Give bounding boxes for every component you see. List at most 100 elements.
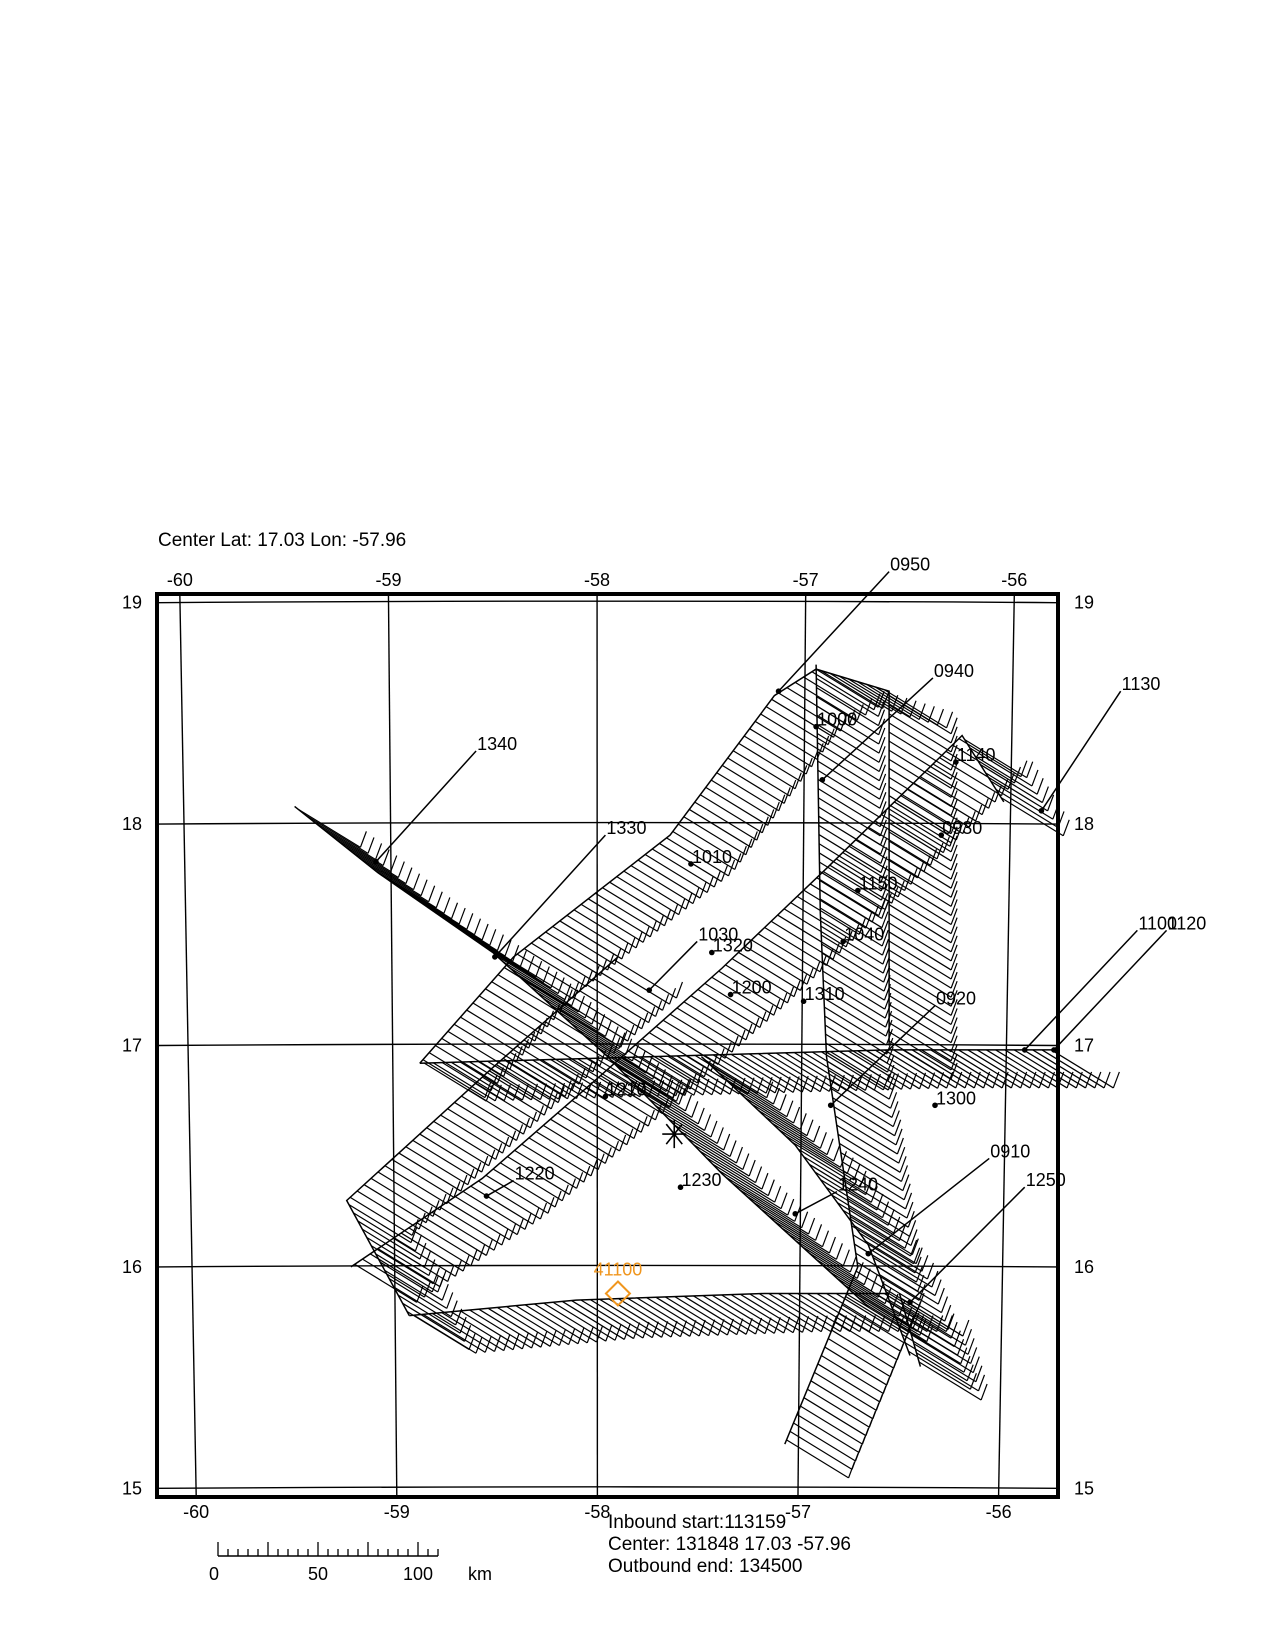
wind-barb-flag [647, 1109, 655, 1127]
wind-barb-flag [894, 1119, 902, 1136]
wind-barb-flag [966, 1364, 974, 1381]
time-leader-line [794, 1190, 838, 1215]
wind-barb-flag [605, 1324, 613, 1342]
wind-barb [447, 1030, 511, 1070]
track-waypoint [688, 861, 694, 867]
wind-barb-flag [1103, 1071, 1111, 1089]
wind-barb-flag [474, 1162, 482, 1179]
wind-barb [523, 1039, 587, 1079]
wind-barb-flag [1062, 819, 1070, 836]
wind-barb-flag [800, 765, 808, 782]
wind-barb-flag [548, 1083, 557, 1100]
wind-barb [627, 1297, 691, 1337]
wind-barb-flag [972, 1356, 980, 1373]
wind-barb-flag [754, 1166, 763, 1183]
wind-barb [884, 1049, 947, 1089]
wind-barb [564, 1106, 628, 1146]
wind-barb-flag [833, 1144, 841, 1162]
wind-barb [579, 990, 642, 1030]
wind-barb [363, 1184, 427, 1224]
wind-barb [743, 735, 807, 775]
wind-barb-flag [904, 1192, 913, 1210]
wind-barb [888, 958, 952, 998]
wind-barb [530, 1033, 594, 1073]
wind-barb [884, 689, 947, 729]
wind-barb [845, 1295, 908, 1335]
wind-barb [916, 1352, 979, 1392]
wind-barb [491, 981, 555, 1021]
wind-barb [595, 892, 658, 932]
wind-barb [906, 788, 970, 828]
lon-tick-label-bottom: -58 [584, 1502, 610, 1522]
wind-barb [822, 870, 886, 910]
wind-barb [470, 1185, 534, 1225]
wind-barb [836, 1124, 900, 1164]
wind-barb [724, 1078, 788, 1118]
time-leader-line [494, 834, 606, 958]
track-waypoint [709, 949, 715, 956]
wind-barb [600, 971, 663, 1011]
wind-barb [911, 1049, 975, 1089]
wind-barb [683, 1001, 747, 1041]
wind-barb [586, 1057, 650, 1097]
wind-barb-flag [950, 980, 958, 998]
wind-barb [610, 1059, 674, 1099]
wind-barb [354, 1263, 418, 1303]
wind-barb-flag [900, 1073, 909, 1090]
wind-barb-flag [488, 1149, 496, 1166]
wind-barb-flag [432, 1200, 440, 1217]
wind-barb [764, 927, 827, 967]
wind-barb [358, 857, 422, 897]
wind-barb-flag [710, 1120, 718, 1138]
wind-barb [725, 1176, 789, 1216]
wind-barb [488, 949, 552, 989]
wind-barb [864, 1303, 928, 1343]
wind-barb [952, 744, 1015, 784]
wind-barb-flag [528, 1031, 536, 1049]
wind-barb-flag [723, 1133, 731, 1151]
wind-barb-flag [446, 1292, 454, 1309]
wind-barb-flag [554, 1190, 562, 1208]
wind-barb [885, 1291, 949, 1331]
meridian-line [797, 595, 807, 1496]
wind-barb [817, 1363, 881, 1403]
wind-barb [447, 1201, 510, 1241]
wind-barb-flag [651, 1321, 659, 1338]
wind-barb-flag [779, 1094, 787, 1111]
wind-barb-flag [963, 1355, 971, 1373]
wind-barb [832, 1097, 895, 1137]
wind-barb [616, 876, 680, 916]
wind-barb [817, 751, 880, 791]
wind-barb-flag [950, 871, 958, 889]
wind-barb-flag [568, 1328, 576, 1345]
wind-barb [819, 907, 883, 947]
wind-barb [835, 858, 899, 898]
time-label: 1220 [515, 1164, 555, 1184]
wind-barb [716, 772, 780, 812]
wind-barb [894, 801, 957, 841]
wind-barb-flag [927, 1072, 936, 1089]
wind-barb-flag [950, 962, 958, 980]
wind-barb-flag [783, 1076, 791, 1093]
wind-barb [502, 961, 566, 1001]
wind-barb [888, 722, 952, 762]
wind-barb [609, 881, 672, 921]
wind-barb [451, 1061, 514, 1101]
wind-barb [693, 1295, 756, 1335]
flight-track [350, 734, 1005, 1268]
wind-barb-flag [475, 1337, 483, 1354]
wind-barb [630, 865, 694, 905]
wind-barb [817, 760, 881, 800]
wind-barb [428, 1052, 492, 1092]
wind-barb-flag [614, 1324, 622, 1341]
wind-barb [702, 1295, 766, 1335]
wind-barb-flag [490, 1074, 498, 1091]
wind-barb [861, 833, 925, 873]
wind-barb [640, 1056, 704, 1096]
wind-barb [623, 1072, 686, 1112]
wind-barb [416, 1222, 479, 1262]
wind-barb-flag [863, 1268, 871, 1285]
wind-barb-flag [962, 1319, 970, 1337]
wind-barb-flag [767, 809, 775, 826]
